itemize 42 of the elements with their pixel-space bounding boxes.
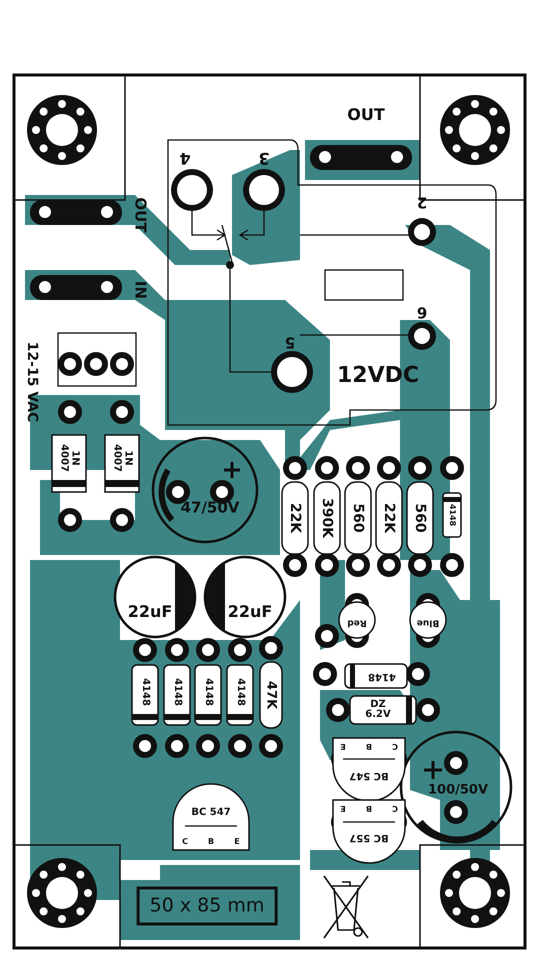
part-value: 22K xyxy=(382,502,396,534)
part-value: 390K xyxy=(320,498,334,538)
connector-label: OUT xyxy=(347,107,385,123)
part-value: 22K xyxy=(288,502,302,534)
part-value: DZ 6.2V xyxy=(364,700,392,720)
part-value: 22uF xyxy=(128,604,172,620)
part-value: 560 xyxy=(351,503,365,533)
part-value: BC 547 xyxy=(349,770,389,780)
pin-number: 6 xyxy=(416,304,428,320)
connector-label: OUT xyxy=(132,197,148,233)
pin-label: E xyxy=(340,804,346,812)
pin-label: B xyxy=(366,804,372,812)
pin-label: C xyxy=(182,838,188,846)
part-value: 4148 xyxy=(368,671,396,681)
pin-number: 3 xyxy=(258,150,270,166)
pin-number: 4 xyxy=(179,150,191,166)
part-value: 4148 xyxy=(172,678,182,706)
part-value: 47K xyxy=(264,680,278,710)
part-value: 4148 xyxy=(203,678,213,706)
part-value: BC 557 xyxy=(349,832,389,842)
part-value: 1N 4007 xyxy=(58,443,80,474)
part-value: 4148 xyxy=(235,678,245,706)
led-color-label: Blue xyxy=(416,618,440,626)
part-value: 1N 4007 xyxy=(112,443,132,474)
part-value: 4148 xyxy=(140,678,150,706)
part-value: 100/50V xyxy=(428,784,488,796)
led-color-label: Red xyxy=(347,618,367,626)
pin-label: C xyxy=(392,804,398,812)
part-value: 22uF xyxy=(228,604,272,620)
pin-label: C xyxy=(392,742,398,750)
connector-label: IN xyxy=(132,280,148,300)
pin-label: E xyxy=(340,742,346,750)
voltage-label: 12-15 VAC xyxy=(25,342,39,422)
pin-label: B xyxy=(366,742,372,750)
dimension-label: 50 x 85 mm xyxy=(136,886,278,926)
pin-label: E xyxy=(234,838,240,846)
pin-number: 5 xyxy=(284,334,296,350)
pin-label: B xyxy=(208,838,214,846)
part-value: 4148 xyxy=(448,504,456,526)
part-value: 560 xyxy=(413,503,427,533)
part-value: BC 547 xyxy=(191,808,231,818)
part-value: 47/50V xyxy=(180,500,240,516)
